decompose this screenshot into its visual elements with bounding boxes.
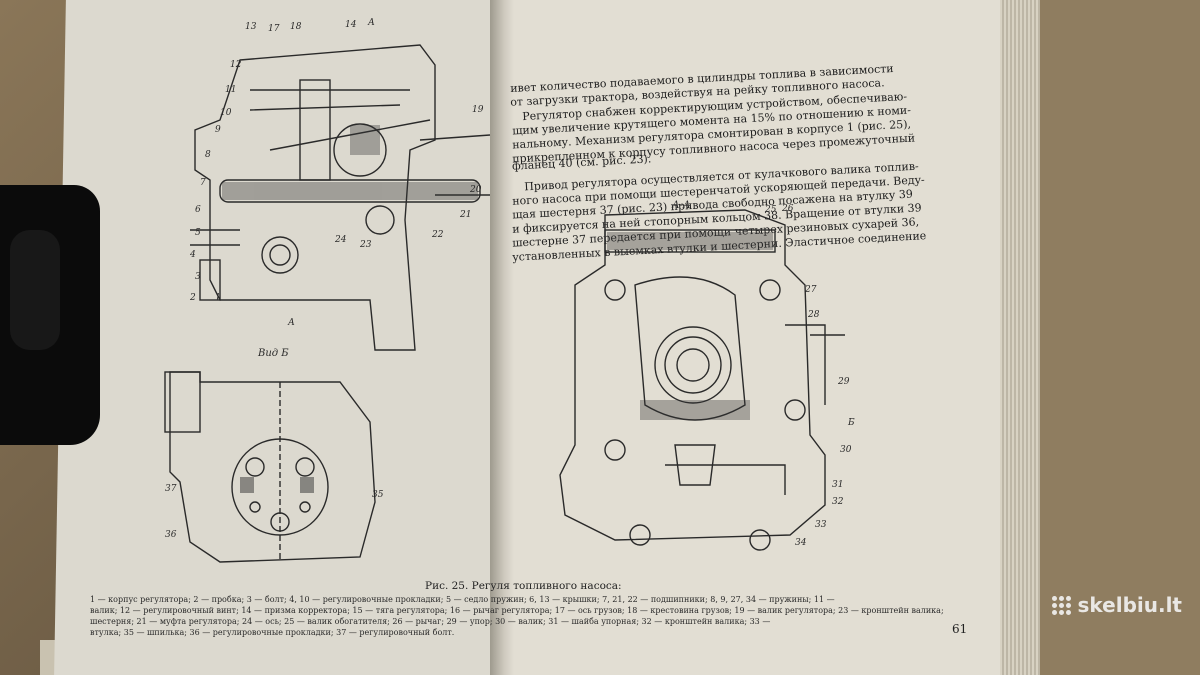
label-37: 37 <box>165 484 177 494</box>
caption-line: валик; 12 — регулировочный винт; 14 — пр… <box>90 606 944 615</box>
label-6: 6 <box>195 205 201 215</box>
label-8: 8 <box>205 150 211 160</box>
label-5: 5 <box>195 228 201 238</box>
label-13: 13 <box>245 22 257 32</box>
view-b-title: Вид Б <box>258 348 289 359</box>
caption-line: втулка; 35 — шпилька; 36 — регулировочны… <box>90 628 455 637</box>
label-7: 7 <box>200 178 206 188</box>
label-22: 22 <box>432 230 444 240</box>
label-9: 9 <box>215 125 221 135</box>
label-17: 17 <box>268 24 280 34</box>
watermark-text: skelbiu.lt <box>1077 593 1182 617</box>
page-number: 61 <box>952 622 968 636</box>
figure-caption-legend: 1 — корпус регулятора; 2 — пробка; 3 — б… <box>90 594 990 638</box>
regulator-drawing-section <box>559 209 845 551</box>
label-1: 1 <box>215 293 221 303</box>
label-25: 25 <box>765 205 777 215</box>
label-19: 19 <box>472 105 484 115</box>
section-mark-bottom: А <box>288 318 295 328</box>
label-23: 23 <box>360 240 372 250</box>
label-32: 32 <box>832 497 844 507</box>
label-18: 18 <box>290 22 302 32</box>
right-page <box>500 0 1020 675</box>
caption-line: шестерня; 21 — муфта регулятора; 24 — ос… <box>90 617 771 626</box>
skelbiu-watermark: skelbiu.lt <box>1052 593 1182 617</box>
label-28: 28 <box>808 310 820 320</box>
label-34: 34 <box>795 538 807 548</box>
label-26: 26 <box>782 204 794 214</box>
label-11: 11 <box>225 85 237 95</box>
book-gutter <box>490 0 514 675</box>
caption-line: 1 — корпус регулятора; 2 — пробка; 3 — б… <box>90 595 835 604</box>
label-3: 3 <box>195 272 201 282</box>
label-29: 29 <box>838 377 850 387</box>
page-edges <box>1000 0 1040 675</box>
view-b-drawing <box>164 371 376 563</box>
label-4: 4 <box>190 250 196 260</box>
label-33: 33 <box>815 520 827 530</box>
watermark-logo-icon <box>1052 595 1072 615</box>
label-27: 27 <box>805 285 817 295</box>
label-30: 30 <box>840 445 852 455</box>
figure-caption-title: Рис. 25. Регуля топливного насоса: <box>425 580 622 592</box>
label-24: 24 <box>335 235 347 245</box>
label-10: 10 <box>220 108 232 118</box>
arrow-label-b: Б <box>848 418 855 428</box>
section-mark-top: А <box>368 18 375 28</box>
label-20: 20 <box>470 185 482 195</box>
label-12: 12 <box>230 60 242 70</box>
book-cover <box>1030 0 1200 675</box>
section-a-a-title: А-А <box>672 200 691 211</box>
label-35: 35 <box>372 490 384 500</box>
label-31: 31 <box>832 480 844 490</box>
label-21: 21 <box>460 210 472 220</box>
regulator-drawing-left <box>190 44 491 351</box>
label-2: 2 <box>190 293 196 303</box>
black-object-highlight <box>10 230 60 350</box>
label-36: 36 <box>165 530 177 540</box>
label-14: 14 <box>345 20 357 30</box>
